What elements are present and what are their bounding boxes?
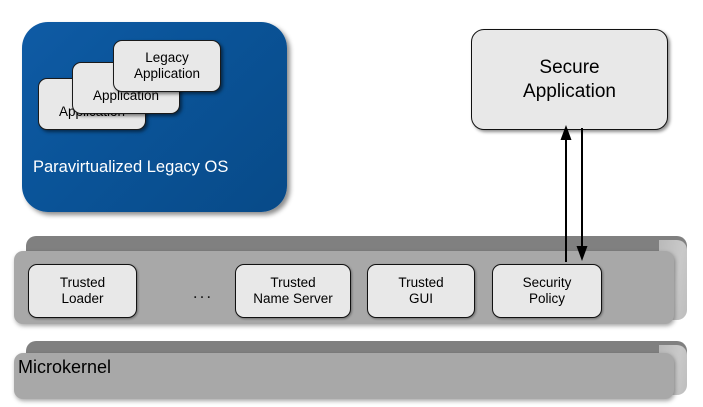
trusted-name-server-line2: Name Server — [253, 291, 333, 306]
trusted-loader-line1: Trusted — [59, 275, 106, 290]
security-policy-box: Security Policy — [492, 264, 602, 318]
trusted-gui-line2: GUI — [408, 291, 433, 306]
secure-application-text: Secure Application — [523, 56, 616, 104]
trusted-name-server-box: Trusted Name Server — [235, 264, 351, 318]
trusted-loader-text: Trusted Loader — [60, 275, 105, 307]
microkernel-label: Microkernel — [18, 357, 112, 377]
legacy-application-box-3: Legacy Application — [113, 40, 221, 92]
security-policy-line1: Security — [522, 275, 572, 290]
security-policy-line2: Policy — [528, 291, 565, 306]
trusted-loader-box: Trusted Loader — [28, 264, 137, 318]
secure-application-line1: Secure — [539, 56, 600, 78]
legacy-application-line1-3: Legacy — [145, 50, 189, 65]
security-policy-text: Security Policy — [523, 275, 572, 307]
trusted-gui-line1: Trusted — [398, 275, 444, 290]
trusted-name-server-line1: Trusted — [270, 275, 316, 290]
trusted-loader-line2: Loader — [61, 291, 104, 306]
legacy-os-label: Paravirtualized Legacy OS — [33, 158, 229, 176]
trusted-name-server-text: Trusted Name Server — [253, 275, 333, 307]
services-ellipsis: ... — [192, 283, 214, 302]
trusted-gui-box: Trusted GUI — [367, 264, 475, 318]
microkernel-layer — [14, 341, 687, 403]
kernel-slab-front-face — [14, 353, 674, 399]
legacy-application-text-3: Legacy Application — [134, 50, 200, 82]
secure-application-box: Secure Application — [471, 29, 668, 130]
trusted-gui-text: Trusted GUI — [398, 275, 443, 307]
legacy-application-line2-3: Application — [133, 66, 201, 81]
secure-application-line2: Application — [523, 80, 616, 102]
